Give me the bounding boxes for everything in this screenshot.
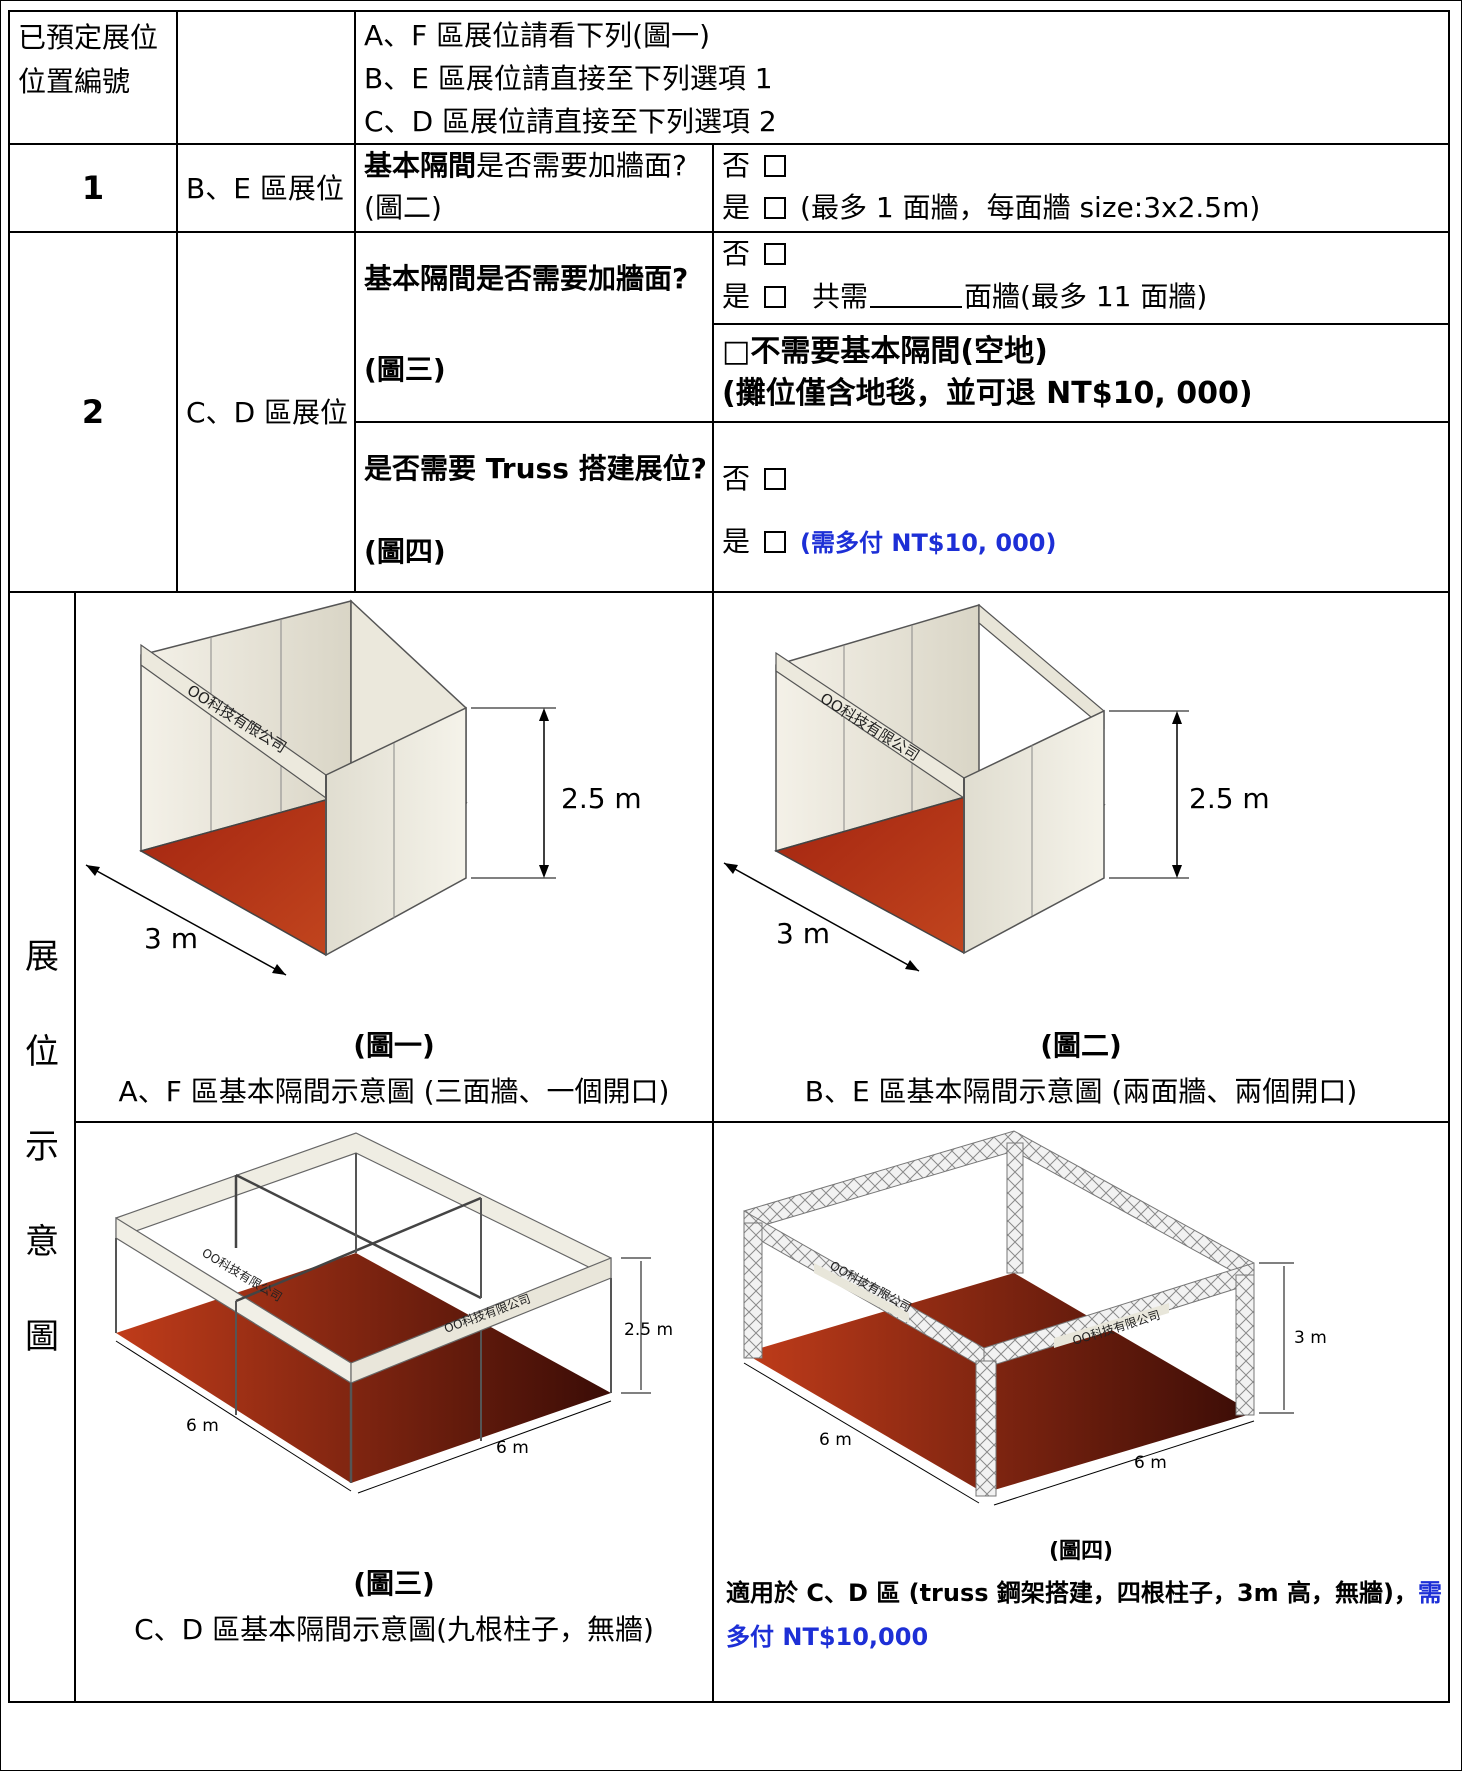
figure-4-diagram: OO科技有限公司 OO科技有限公司 3 m 6 m 6 m — [743, 1130, 1327, 1506]
option-2-truss-figure-ref: (圖四) — [364, 535, 446, 568]
option-1-question-rest: 是否需要加牆面? — [476, 149, 687, 182]
booth-number-label-cell: 已預定展位 位置編號 — [7, 10, 179, 145]
option-2-truss-question-cell: 是否需要 Truss 搭建展位? (圖四) — [354, 421, 715, 593]
figure-2-width-label: 3 m — [776, 917, 830, 950]
figure-4-caption-b: 需多付 NT$10,000 — [726, 1579, 1442, 1651]
option-2-number: 2 — [7, 231, 179, 593]
zone-note-1: A、F 區展位請看下列(圖一) — [364, 19, 711, 52]
figure-4-len-a: 6 m — [819, 1430, 852, 1450]
zone-notes-cell: A、F 區展位請看下列(圖一) B、E 區展位請直接至下列選項 1 C、D 區展… — [354, 10, 1451, 145]
option-1-yes-note: (最多 1 面牆，每面牆 size:3x2.5m) — [800, 191, 1261, 224]
figure-3-diagram: OO科技有限公司 OO科技有限公司 2.5 m 6 m 6 m — [115, 1132, 673, 1494]
side-char-3: 示 — [25, 1126, 59, 1167]
option-1-no-label: 否 — [722, 149, 751, 182]
option-2-question-bold: 基本隔間 — [364, 262, 477, 295]
option-1-question-bold: 基本隔間 — [364, 149, 477, 182]
option-2-truss-yes-label: 是 — [722, 525, 751, 558]
figure-4-caption-a: 適用於 C、D 區 (truss 鋼架搭建，四根柱子，3m 高，無牆)， — [726, 1579, 1418, 1607]
option-2-yes-label: 是 — [722, 280, 751, 313]
option-2-yes-prefix: 共需 — [812, 280, 869, 313]
figure-2-ref: (圖二) — [1040, 1029, 1122, 1062]
figure-4-height-label: 3 m — [1294, 1328, 1327, 1348]
figure-3-ref: (圖三) — [353, 1567, 435, 1600]
option-2-answer-cell: 否 是 共需 面牆(最多 11 面牆) — [712, 231, 1451, 325]
figures-side-label: 展 位 示 意 圖 — [8, 591, 76, 1703]
figure-3-height-label: 2.5 m — [624, 1320, 673, 1340]
side-char-4: 意 — [25, 1221, 59, 1262]
option-2-zone-cell: C、D 區展位 — [176, 231, 357, 593]
figure-1-width-label: 3 m — [144, 922, 198, 955]
figure-1-height-label: 2.5 m — [561, 782, 642, 815]
figure-1-diagram: OO科技有限公司 2.5 m 3 m — [85, 599, 642, 976]
booth-number-input-cell[interactable] — [176, 10, 357, 145]
figure-3-cell: OO科技有限公司 OO科技有限公司 2.5 m 6 m 6 m (圖三) C、D… — [73, 1121, 715, 1703]
option-2-truss-no-checkbox[interactable] — [764, 468, 787, 490]
option-1-number: 1 — [7, 143, 179, 233]
figure-3-len-a: 6 m — [186, 1416, 219, 1436]
zone-note-3: C、D 區展位請直接至下列選項 2 — [364, 105, 777, 138]
option-1-no-checkbox[interactable] — [764, 155, 787, 177]
option-1-answer-cell: 否 是 (最多 1 面牆，每面牆 size:3x2.5m) — [712, 143, 1451, 233]
option-1-zone: B、E 區展位 — [186, 171, 344, 205]
figure-1-cell: OO科技有限公司 2.5 m 3 m (圖一) A、F 區基本隔間示意圖 (三面… — [73, 591, 715, 1123]
figure-3-caption: C、D 區基本隔間示意圖(九根柱子，無牆) — [134, 1613, 654, 1646]
option-2-no-checkbox[interactable] — [764, 243, 787, 265]
option-2-question-rest: 是否需要加牆面? — [476, 262, 689, 295]
option-2-truss-yes-note: (需多付 NT$10, 000) — [800, 529, 1057, 557]
option-1-figure-ref: (圖二) — [364, 191, 442, 224]
option-2-truss-yes-checkbox[interactable] — [764, 531, 787, 553]
option-1-yes-label: 是 — [722, 191, 751, 224]
figure-4-cell: OO科技有限公司 OO科技有限公司 3 m 6 m 6 m (圖四) 適用於 C… — [712, 1121, 1451, 1703]
side-char-2: 位 — [25, 1031, 59, 1072]
option-2-truss-answer-cell: 否 是 (需多付 NT$10, 000) — [712, 421, 1451, 593]
side-char-5: 圖 — [25, 1316, 59, 1357]
option-2-yes-suffix: 面牆(最多 11 面牆) — [964, 280, 1208, 313]
wall-count-input[interactable] — [870, 284, 963, 308]
option-1-yes-checkbox[interactable] — [764, 197, 787, 219]
option-2-empty-line2: (攤位僅含地毯，並可退 NT$10, 000) — [722, 376, 1253, 411]
figure-2-diagram: OO科技有限公司 2.5 m 3 m — [723, 603, 1270, 972]
option-2-question-cell: 基本隔間是否需要加牆面? (圖三) — [354, 231, 715, 423]
option-2-no-label: 否 — [722, 237, 751, 270]
option-1-question-cell: 基本隔間是否需要加牆面? (圖二) — [354, 143, 715, 233]
figure-2-cell: OO科技有限公司 2.5 m 3 m (圖二) B、E 區基本隔間示意圖 (兩面… — [712, 591, 1451, 1123]
option-2-empty-line1[interactable]: □不需要基本隔間(空地) — [722, 334, 1048, 369]
figure-2-height-label: 2.5 m — [1189, 782, 1270, 815]
option-2-yes-checkbox[interactable] — [764, 286, 787, 308]
option-2-truss-question: 是否需要 Truss 搭建展位? — [364, 452, 707, 485]
option-2-figure-ref: (圖三) — [364, 353, 446, 386]
side-char-1: 展 — [25, 936, 59, 977]
option-2-truss-no-label: 否 — [722, 462, 751, 495]
figure-4-len-b: 6 m — [1134, 1453, 1167, 1473]
booth-number-label: 已預定展位 位置編號 — [18, 21, 159, 98]
booth-form-table: 已預定展位 位置編號 A、F 區展位請看下列(圖一) B、E 區展位請直接至下列… — [7, 10, 1451, 1703]
figure-1-caption: A、F 區基本隔間示意圖 (三面牆、一個開口) — [118, 1075, 670, 1108]
option-1-zone-cell: B、E 區展位 — [176, 143, 357, 233]
figure-4-ref: (圖四) — [1048, 1539, 1114, 1564]
figure-2-caption: B、E 區基本隔間示意圖 (兩面牆、兩個開口) — [804, 1075, 1358, 1108]
figure-3-len-b: 6 m — [496, 1438, 529, 1458]
figure-1-ref: (圖一) — [353, 1029, 435, 1062]
option-2-empty-cell: □不需要基本隔間(空地) (攤位僅含地毯，並可退 NT$10, 000) — [712, 323, 1451, 423]
option-2-zone: C、D 區展位 — [186, 395, 349, 429]
zone-note-2: B、E 區展位請直接至下列選項 1 — [364, 62, 773, 95]
